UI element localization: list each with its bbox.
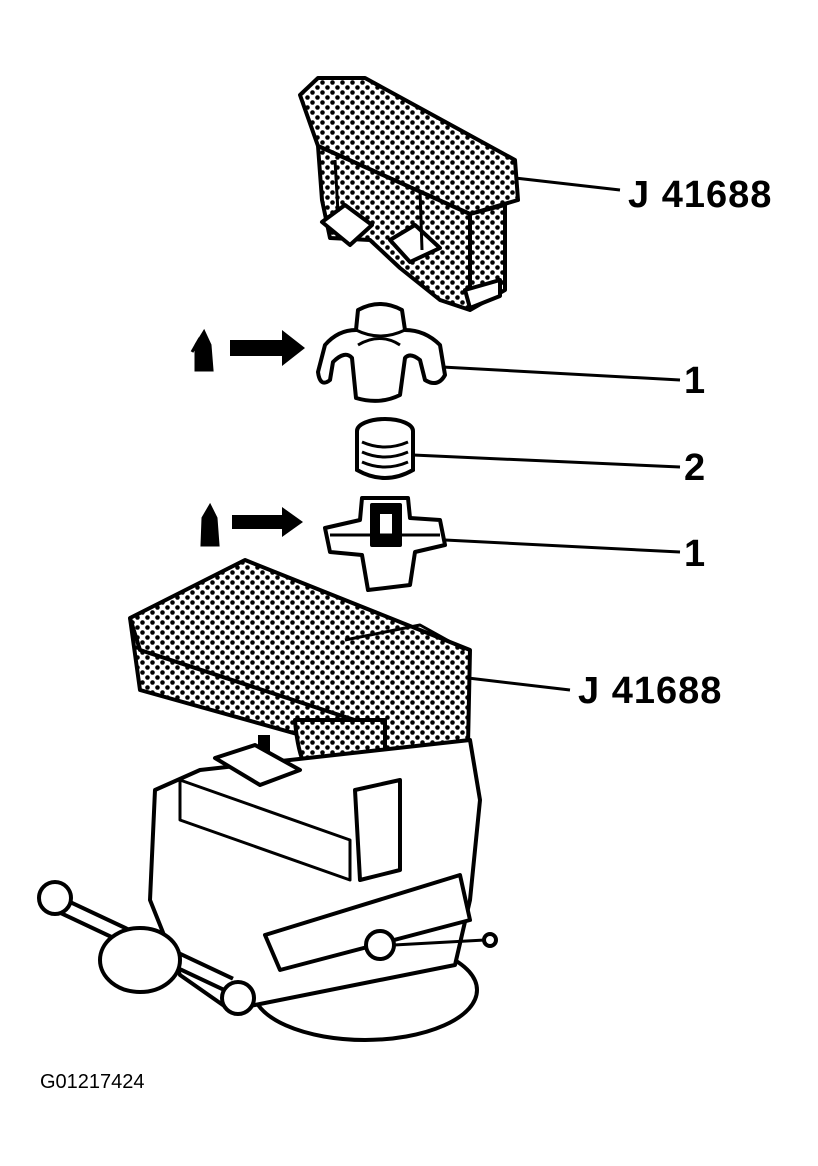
leader-line-part-2 (412, 453, 681, 469)
leader-line-tool-bottom (467, 676, 571, 692)
callout-part-2: 2 (684, 447, 706, 489)
leader-line-part-1-lower (444, 538, 681, 554)
tool-j41688-upper (298, 76, 520, 312)
oil-can-icon (190, 328, 214, 372)
arrow-right-icon (230, 330, 305, 366)
figure-id: G01217424 (40, 1071, 145, 1093)
callout-part-1-upper: 1 (684, 360, 706, 402)
arrow-right-icon (232, 507, 303, 537)
part-2-spring (355, 417, 415, 480)
tool-j41688-lower (128, 558, 472, 797)
callout-tool-lower: J 41688 (578, 670, 723, 712)
oil-can-icon (200, 502, 220, 547)
callout-tool-upper: J 41688 (628, 174, 773, 216)
leader-line-tool-top (514, 176, 621, 192)
part-1-lower (323, 496, 447, 592)
leader-lines (412, 176, 681, 692)
callout-part-1-lower: 1 (684, 533, 706, 575)
bench-vise (37, 738, 498, 1042)
leader-line-part-1-upper (441, 365, 681, 382)
part-1-upper (316, 302, 447, 403)
